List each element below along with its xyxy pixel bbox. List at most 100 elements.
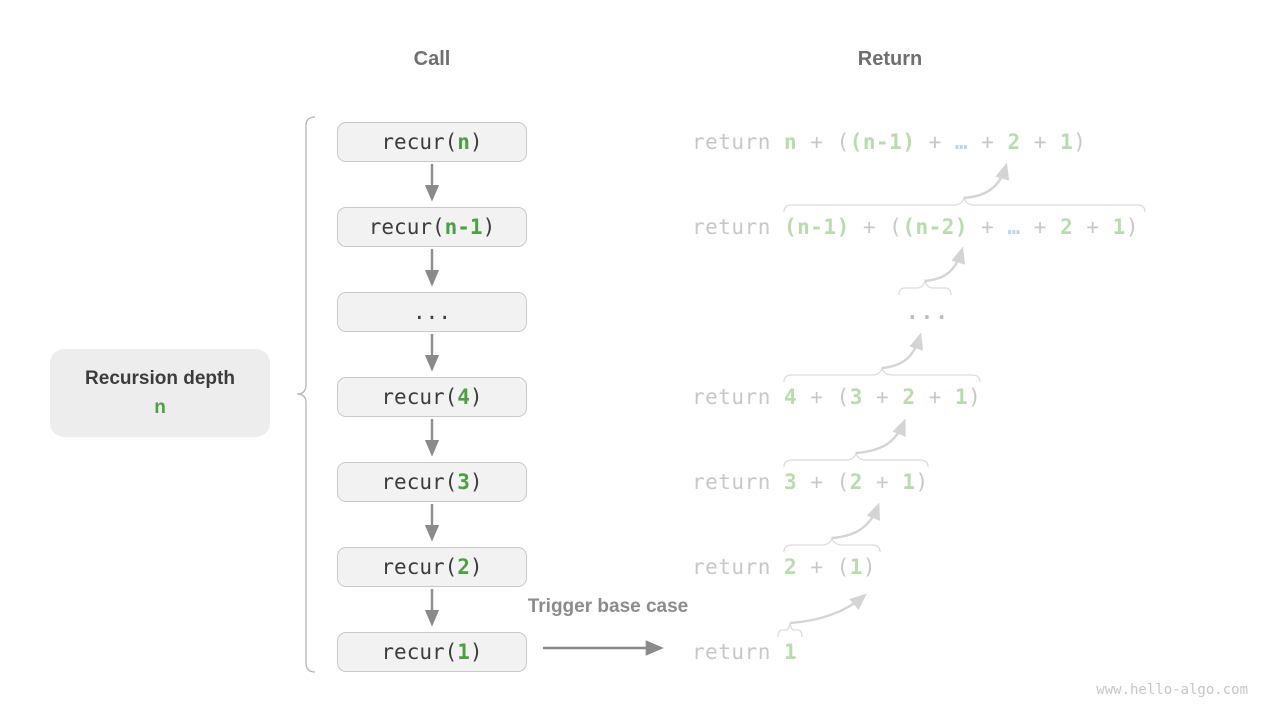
code-segment: 3	[784, 470, 798, 494]
return-line-4: return 4 + (3 + 2 + 1)	[692, 383, 981, 411]
code-segment: +	[915, 385, 955, 409]
code-segment: 4	[784, 385, 798, 409]
code-segment: 1	[457, 640, 470, 664]
code-segment: )	[469, 130, 483, 154]
code-segment: return	[692, 555, 785, 579]
overbrace	[777, 622, 803, 638]
curved-up-arrow-icon	[963, 162, 1010, 200]
return-line-1: return 1	[692, 638, 797, 666]
code-segment: )	[968, 385, 982, 409]
code-segment: +	[1020, 130, 1061, 154]
overbrace	[783, 535, 881, 553]
curved-up-arrow-icon	[924, 246, 966, 283]
code-segment: +	[862, 385, 903, 409]
trigger-base-case-label: Trigger base case	[527, 596, 689, 617]
recursion-depth-value: n	[154, 396, 166, 418]
code-segment: recur(	[381, 130, 458, 154]
overbrace	[898, 278, 952, 296]
code-segment: + (	[797, 470, 850, 494]
overbrace	[783, 195, 1146, 213]
call-box-recur-4: recur(4)	[337, 377, 527, 417]
code-segment: 1	[784, 640, 798, 664]
code-segment: n-1	[444, 215, 483, 239]
code-segment: +	[968, 215, 1008, 239]
code-segment: 1	[849, 555, 863, 579]
code-segment: recur(	[381, 555, 458, 579]
code-segment: 2	[1007, 130, 1021, 154]
code-segment: + (	[797, 130, 850, 154]
code-segment: 2	[784, 555, 798, 579]
code-segment: return	[692, 385, 785, 409]
code-segment: 4	[457, 385, 470, 409]
code-segment: +	[968, 130, 1008, 154]
code-segment: +	[1073, 215, 1113, 239]
code-segment: 3	[849, 385, 863, 409]
recursion-depth-title: Recursion depth	[85, 367, 235, 389]
return-line-3: return 3 + (2 + 1)	[692, 468, 929, 496]
code-segment: 2	[849, 470, 863, 494]
code-segment: recur(	[381, 470, 458, 494]
code-segment: return	[692, 470, 785, 494]
code-segment: recur(	[368, 215, 445, 239]
code-segment: )	[469, 470, 483, 494]
watermark: www.hello-algo.com	[1096, 682, 1248, 698]
code-segment: 1	[902, 470, 916, 494]
code-segment: 2	[902, 385, 916, 409]
code-segment: …	[1007, 215, 1021, 239]
code-segment: +	[915, 130, 955, 154]
code-segment: 1	[1112, 215, 1126, 239]
code-segment: return	[692, 130, 785, 154]
code-segment: )	[469, 385, 483, 409]
code-segment: return	[692, 215, 785, 239]
return-line-n-1: return (n-1) + ((n-2) + … + 2 + 1)	[692, 213, 1139, 241]
call-box-ellipsis: ...	[337, 292, 527, 332]
curved-up-arrow-icon	[789, 593, 867, 625]
return-line-2: return 2 + (1)	[692, 553, 876, 581]
left-curly-brace	[296, 116, 316, 673]
call-box-recur-3: recur(3)	[337, 462, 527, 502]
call-box-recur-1: recur(1)	[337, 632, 527, 672]
code-segment: 2	[1060, 215, 1074, 239]
call-box-recur-n-1: recur(n-1)	[337, 207, 527, 247]
code-segment: )	[862, 555, 877, 579]
code-segment: (n-1)	[784, 215, 850, 239]
recursion-depth-label: Recursion depth n	[50, 349, 270, 437]
code-segment: +	[1020, 215, 1061, 239]
return-line-n: return n + ((n-1) + … + 2 + 1)	[692, 128, 1086, 156]
code-segment: recur(	[381, 385, 458, 409]
return-column-header: Return	[857, 48, 923, 70]
code-segment: )	[915, 470, 929, 494]
code-segment: + (	[797, 555, 850, 579]
code-segment: ...	[906, 300, 950, 324]
code-segment: n	[457, 130, 470, 154]
code-segment: + (	[797, 385, 850, 409]
code-segment: )	[1125, 215, 1139, 239]
code-segment: )	[469, 640, 483, 664]
code-segment: ...	[413, 300, 451, 324]
code-segment: recur(	[381, 640, 458, 664]
call-box-recur-n: recur(n)	[337, 122, 527, 162]
code-segment: 1	[954, 385, 969, 409]
overbrace	[783, 365, 981, 383]
code-segment: +	[862, 470, 903, 494]
code-segment: 1	[1060, 130, 1074, 154]
code-segment: return	[692, 640, 785, 664]
code-segment: )	[469, 555, 483, 579]
overbrace	[783, 450, 929, 468]
curved-up-arrow-icon	[881, 332, 924, 370]
code-segment: + (	[849, 215, 903, 239]
code-segment: 3	[457, 470, 470, 494]
code-segment: )	[1073, 130, 1087, 154]
code-segment: )	[482, 215, 496, 239]
return-line-ellipsis: ...	[906, 298, 950, 326]
code-segment: (n-2)	[902, 215, 969, 239]
code-segment: n	[784, 130, 798, 154]
code-segment: (n-1)	[849, 130, 916, 154]
code-segment: 2	[457, 555, 470, 579]
curved-up-arrow-icon	[831, 502, 881, 540]
code-segment: …	[954, 130, 969, 154]
call-box-recur-2: recur(2)	[337, 547, 527, 587]
call-column-header: Call	[413, 48, 451, 70]
curved-up-arrow-icon	[855, 418, 906, 455]
